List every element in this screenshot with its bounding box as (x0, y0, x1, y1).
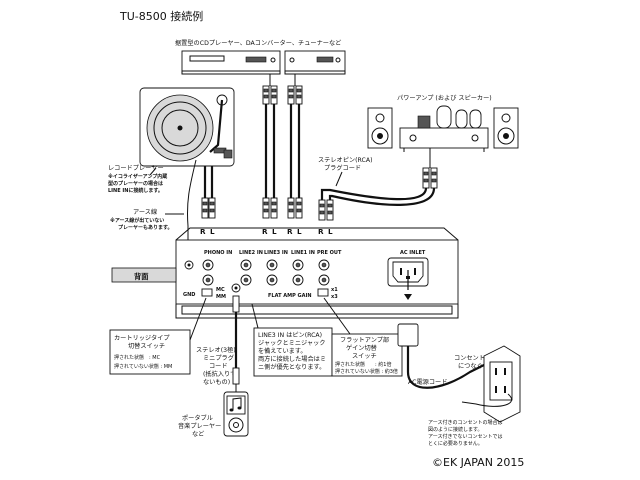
flat-amp-switch-title-2: ゲイン切替 (346, 344, 377, 352)
outlet-label-1: コンセント (454, 355, 485, 362)
speaker-left (367, 107, 393, 149)
pre-out-rca-plugs (318, 199, 334, 221)
record-player-note-1: ※イコライザーアンプ内蔵 (108, 173, 167, 180)
cartridge-switch-callout (109, 297, 207, 375)
mini-plug-cord (232, 295, 240, 392)
portable-label-3: など (192, 430, 204, 438)
rear-label-tag (111, 267, 177, 283)
pin-cord-label-1: ステレオピン(RCA) (318, 157, 373, 164)
top-devices-label: 据置型のCDプレーヤー、DAコンバーター、チューナーなど (175, 39, 341, 47)
line3-note-3: を備えています。 (258, 347, 307, 355)
power-amp-label: パワーアンプ (および スピーカー) (397, 94, 492, 102)
music-note-icon (229, 397, 242, 412)
line3-note-5: ニ側が優先となります。 (258, 363, 325, 371)
speaker-right (493, 107, 519, 149)
flat-amp-switch-callout (323, 297, 403, 377)
line2-r-label: R (262, 227, 268, 236)
ac-power-cord (397, 270, 495, 389)
cartridge-switch-row-2: 押されていない状態 : MM (114, 363, 172, 370)
line3-note-box (251, 303, 333, 377)
phono-r-label: R (200, 227, 206, 236)
power-amp-device (399, 105, 489, 152)
portable-label-2: 音楽プレーヤー (178, 422, 221, 430)
line3-note-1: LINE3 IN はピン(RCA) (258, 332, 322, 339)
ground-outlet-note-2: 図のように接続します。 (428, 426, 483, 433)
ground-outlet-note-1: アース付きのコンセントの場合は (428, 419, 502, 426)
page-title: TU-8500 接続例 (119, 9, 203, 23)
line2-in-label: LINE2 IN (239, 250, 263, 256)
record-player-device (139, 87, 235, 167)
gnd-terminal[interactable] (184, 260, 194, 270)
pin-cord-label-2: プラグコード (324, 164, 361, 172)
mini-plug-label-3: コード (209, 363, 228, 370)
phono-rca-plugs (201, 197, 216, 219)
phono-l-label: L (210, 227, 215, 236)
flat-amp-switch-title-3: スイッチ (352, 353, 377, 360)
rear-label: 背面 (134, 272, 148, 281)
ground-outlet-note-4: とくに必要ありません。 (428, 440, 483, 447)
record-player-note-3: LINE INに接続します。 (108, 187, 163, 194)
mini-plug-label-1: ステレオ(3極) (196, 346, 236, 354)
mini-plug-label-2: ミニプラグ (203, 354, 234, 362)
preout-r-label: R (318, 227, 324, 236)
flat-amp-switch-row-2: 押されていない状態 : 約3倍 (335, 368, 398, 375)
line1-in-label: LINE1 IN (291, 250, 315, 256)
pre-out-label: PRE OUT (317, 250, 342, 256)
wall-outlet (461, 345, 521, 423)
cartridge-switch-title-1: カートリッジタイプ (114, 334, 170, 342)
mini-plug-label-4: (抵抗入りで (203, 370, 236, 378)
gain-x3-label: x3 (331, 294, 338, 300)
flat-amp-switch-row-1: 押された状態 : 約1倍 (335, 361, 391, 368)
line3-note-2: ジャックとミニジャック (258, 340, 325, 347)
line3-in-label: LINE3 IN (264, 250, 288, 256)
phono-in-label: PHONO IN (204, 250, 232, 256)
ac-inlet-label: AC INLET (400, 250, 426, 256)
cd-player-device (181, 50, 281, 75)
record-player-note-2: 型のプレーヤーの場合は (108, 180, 163, 187)
mini-plug-label-5: ないもの) (203, 379, 230, 386)
panel-rca-plugs-line (262, 197, 303, 219)
outlet-label-2: につなぐ (458, 363, 483, 370)
line1-r-label: R (287, 227, 293, 236)
cartridge-switch-row-1: 押された状態 : MC (114, 354, 161, 361)
cartridge-type-switch[interactable] (201, 288, 213, 297)
gain-x1-label: x1 (331, 287, 338, 293)
gnd-label: GND (183, 292, 195, 298)
flat-amp-gain-label: FLAT AMP GAIN (268, 293, 312, 299)
flat-amp-switch-title-1: フラットアンプ部 (340, 336, 389, 344)
ground-wire-label: アース線 (133, 208, 157, 216)
line3-note-4: 両方に接続した場合はミ (258, 355, 326, 363)
cartridge-switch-title-2: 切替スイッチ (128, 342, 165, 350)
ac-cord-label: AC電源コード (408, 378, 447, 386)
top-rca-plugs (262, 85, 303, 105)
portable-label-1: ポータブル (182, 414, 213, 422)
da-converter-device (284, 50, 346, 75)
line3-mini-jack[interactable] (231, 283, 241, 293)
preout-l-label: L (328, 227, 333, 236)
rca-jacks (202, 259, 330, 286)
mm-label: MM (216, 294, 226, 300)
flat-amp-gain-switch[interactable] (317, 288, 329, 297)
line1-l-label: L (297, 227, 302, 236)
copyright: ©EK JAPAN 2015 (432, 456, 524, 469)
line2-l-label: L (272, 227, 277, 236)
mc-label: MC (216, 287, 225, 293)
record-player-label: レコードプレーヤー (108, 165, 164, 172)
ground-wire-note-1: ※アース線が出ていない (110, 217, 164, 224)
amp-rca-plugs (422, 167, 438, 189)
ground-outlet-note-3: アース付きでないコンセントでは (428, 433, 502, 440)
ground-wire-note-2: プレーヤーもあります。 (118, 224, 173, 231)
